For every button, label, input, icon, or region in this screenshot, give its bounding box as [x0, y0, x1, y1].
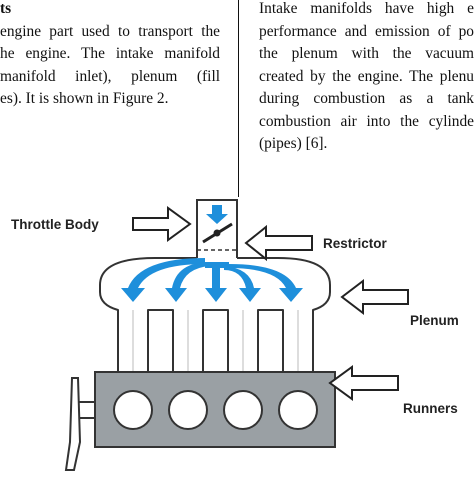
right-text-line: combustion air into the cylinde — [259, 112, 474, 130]
left-text-column: ts engine part used to transport the he … — [0, 0, 220, 111]
cylinder — [113, 390, 153, 430]
plenum-label: Plenum — [410, 313, 459, 328]
right-text-line: the plenum with the vacuum — [259, 45, 474, 62]
throttle-body-label: Throttle Body — [11, 217, 99, 232]
left-text-line: es). It is shown in Figure 2. — [0, 90, 169, 107]
manifold-body — [99, 257, 331, 373]
runners-label: Runners — [403, 401, 458, 416]
flow-in-arrow — [206, 205, 228, 224]
throttle-body-arrow — [132, 206, 192, 242]
flow-distribution-arrows — [121, 258, 303, 302]
restrictor-arrow — [244, 224, 313, 262]
runners-arrow — [328, 365, 399, 401]
cylinder — [223, 390, 263, 430]
shaft — [77, 401, 96, 419]
column-divider — [238, 0, 239, 197]
cylinder — [168, 390, 208, 430]
intake-manifold-figure: Throttle Body Restrictor Plenum Runners — [11, 199, 459, 471]
section-heading: ts — [0, 0, 12, 17]
right-text-column: Intake manifolds have high e performance… — [259, 0, 474, 156]
right-text-line: created by the engine. The plenu — [259, 67, 474, 85]
right-text-line: during combustion as a tank — [259, 90, 474, 107]
right-text-line: (pipes) [6]. — [259, 135, 328, 152]
cylinder — [278, 390, 318, 430]
throttle-pivot — [213, 229, 221, 237]
restrictor-label: Restrictor — [323, 236, 388, 251]
plenum-arrow — [340, 278, 409, 316]
left-text-line: manifold inlet), plenum (fill — [0, 67, 220, 85]
left-text-line: engine part used to transport the — [0, 22, 220, 40]
left-text-line: he engine. The intake manifold — [0, 45, 220, 62]
right-text-line: performance and emission of po — [259, 22, 474, 40]
fan-blade — [64, 377, 82, 471]
right-text-line: Intake manifolds have high e — [259, 0, 474, 17]
